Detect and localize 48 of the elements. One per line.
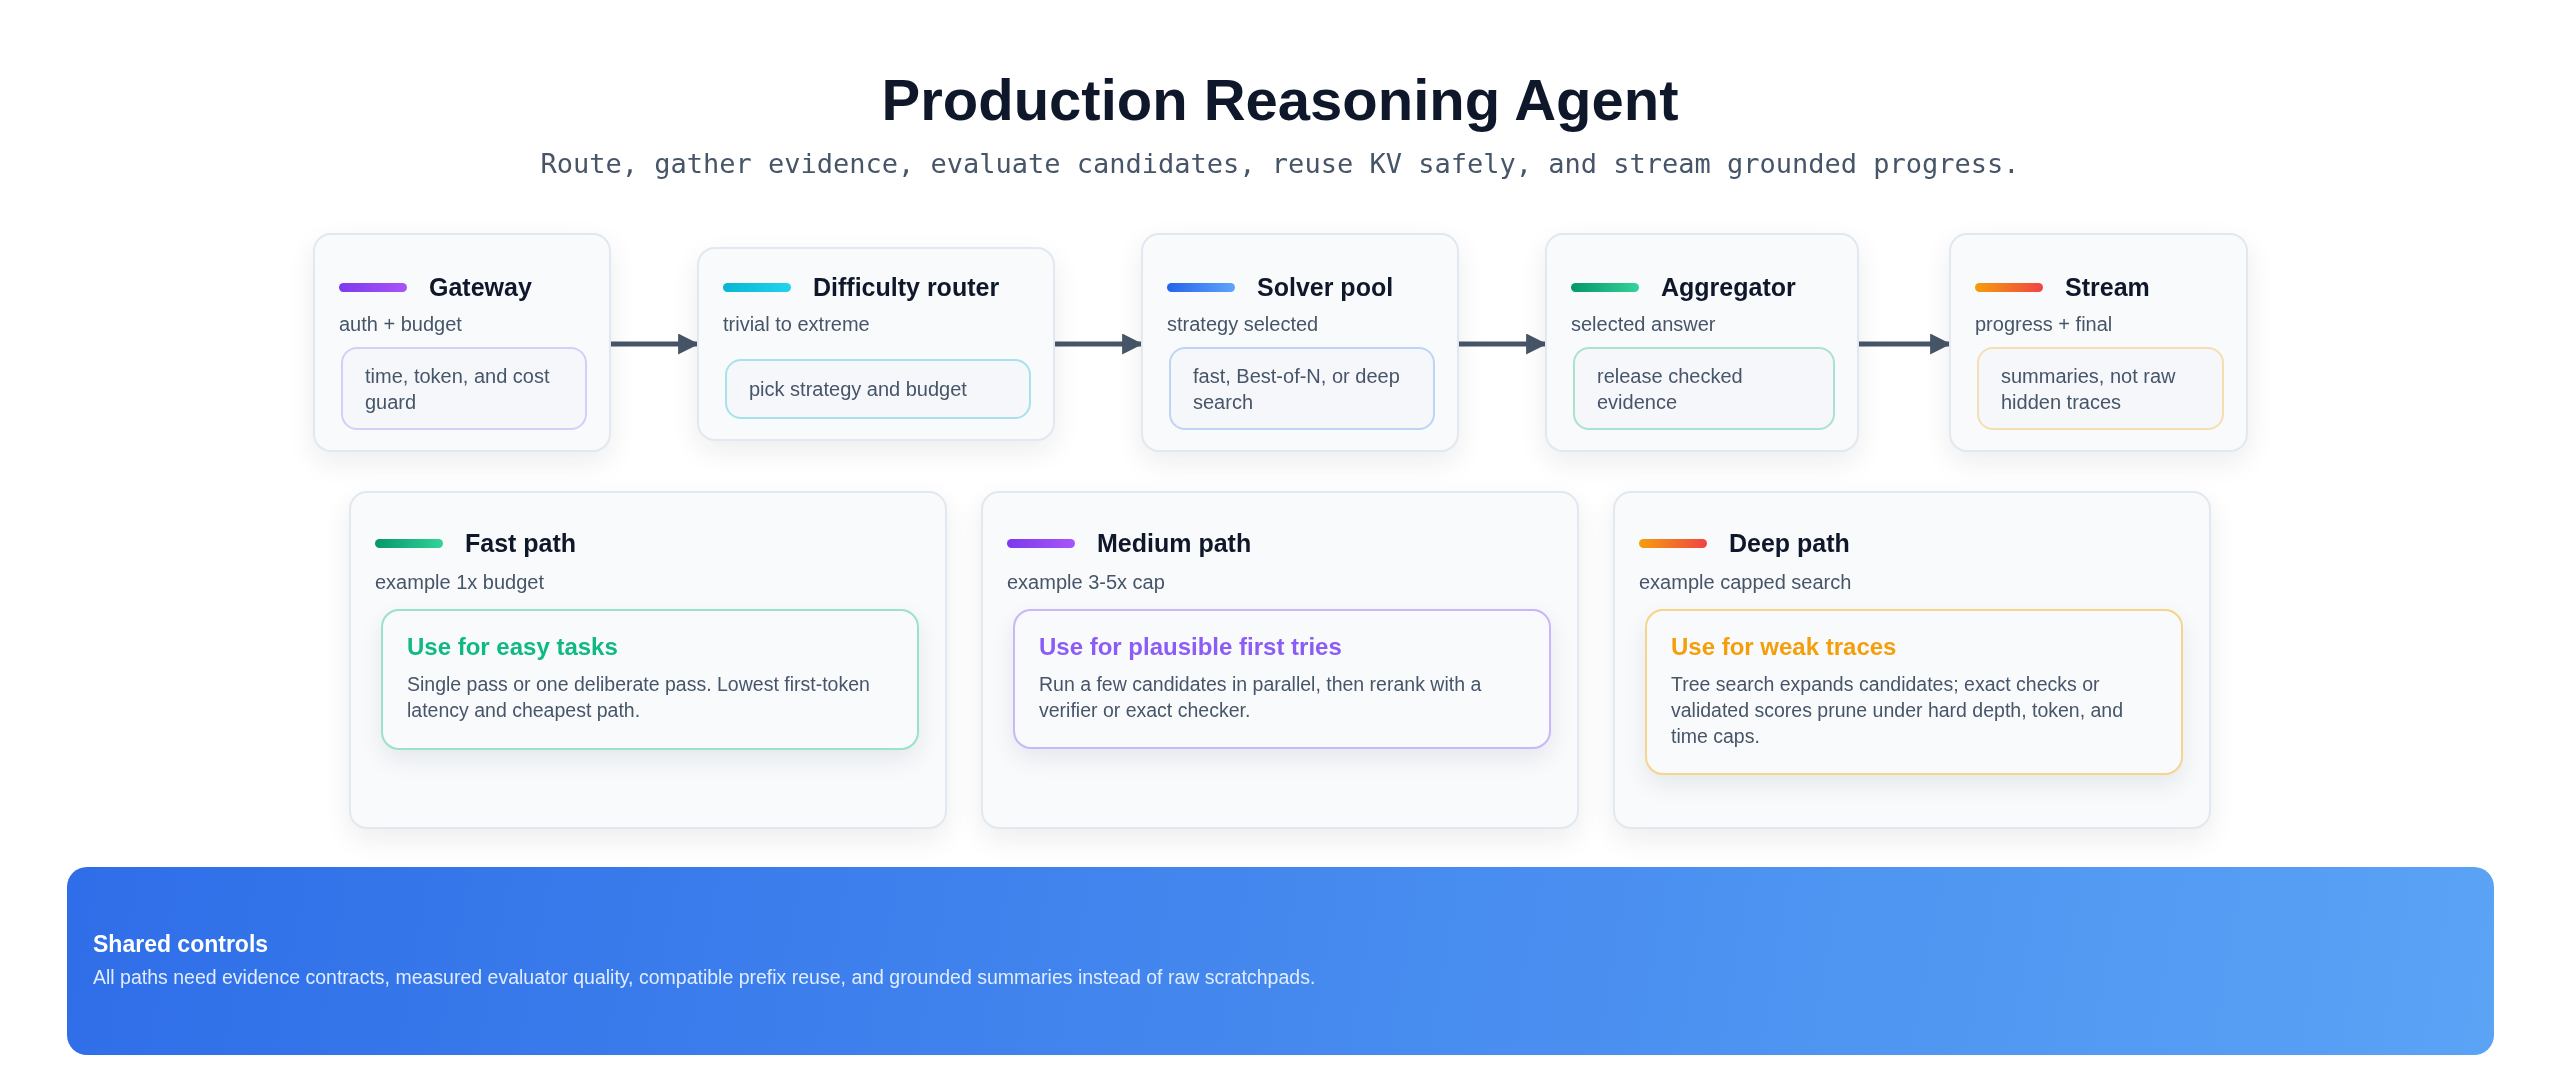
card-title: Solver pool xyxy=(1257,273,1394,302)
stage-card xyxy=(1141,233,1459,452)
diagram-subtitle: Route, gather evidence, evaluate candidates, reuse KV safely, and stream grounded progress. xyxy=(539,148,2021,179)
card-title: Medium path xyxy=(1097,529,1252,558)
card-title: Gateway xyxy=(429,273,532,302)
note-text: fast, Best-of-N, or deep search xyxy=(1193,363,1401,415)
card-title: Aggregator xyxy=(1661,273,1796,302)
strategy-box xyxy=(1645,609,2183,775)
card-title: Deep path xyxy=(1729,529,1850,558)
stage-card xyxy=(697,247,1055,441)
banner-heading: Shared controls xyxy=(93,931,270,958)
note-box xyxy=(341,347,587,430)
card-subtitle: example 3-5x cap xyxy=(1007,571,1165,594)
stage-card xyxy=(349,491,947,829)
stage-card xyxy=(1949,233,2248,452)
shared-controls-banner xyxy=(67,867,2494,1055)
note-text: pick strategy and budget xyxy=(749,377,967,402)
diagram-title: Production Reasoning Agent xyxy=(880,66,1680,133)
card-subtitle: progress + final xyxy=(1975,313,2113,336)
banner-text: All paths need evidence contracts, measured evaluator quality, compatible prefix reuse, and grounded summaries instead of raw scratchpads. xyxy=(93,966,1317,989)
strategy-heading: Use for easy tasks xyxy=(407,633,619,661)
strategy-box xyxy=(381,609,919,750)
card-title: Stream xyxy=(2065,273,2150,302)
note-box xyxy=(1169,347,1435,430)
stage-card xyxy=(1613,491,2211,829)
stage-card xyxy=(1545,233,1859,452)
card-subtitle: auth + budget xyxy=(339,313,462,336)
strategy-heading: Use for plausible first tries xyxy=(1039,633,1343,661)
stage-card xyxy=(981,491,1579,829)
note-text: summaries, not raw hidden traces xyxy=(2001,363,2177,415)
note-box xyxy=(725,359,1031,419)
strategy-description: Tree search expands candidates; exact checks or validated scores prune under hard depth, token, and time caps. xyxy=(1671,672,2125,749)
card-title: Fast path xyxy=(465,529,577,558)
strategy-description: Run a few candidates in parallel, then rerank with a verifier or exact checker. xyxy=(1039,672,1483,723)
note-box xyxy=(1573,347,1835,430)
card-subtitle: example 1x budget xyxy=(375,571,544,594)
note-box xyxy=(1977,347,2224,430)
card-title: Difficulty router xyxy=(813,273,1000,302)
note-text: release checked evidence xyxy=(1597,363,1744,415)
card-subtitle: selected answer xyxy=(1571,313,1716,336)
card-subtitle: strategy selected xyxy=(1167,313,1319,336)
note-text: time, token, and cost guard xyxy=(365,363,551,415)
stage-card xyxy=(313,233,611,452)
strategy-box xyxy=(1013,609,1551,749)
strategy-heading: Use for weak traces xyxy=(1671,633,1898,661)
card-subtitle: example capped search xyxy=(1639,571,1852,594)
strategy-description: Single pass or one deliberate pass. Lowest first-token latency and cheapest path. xyxy=(407,672,871,723)
card-subtitle: trivial to extreme xyxy=(723,313,870,336)
